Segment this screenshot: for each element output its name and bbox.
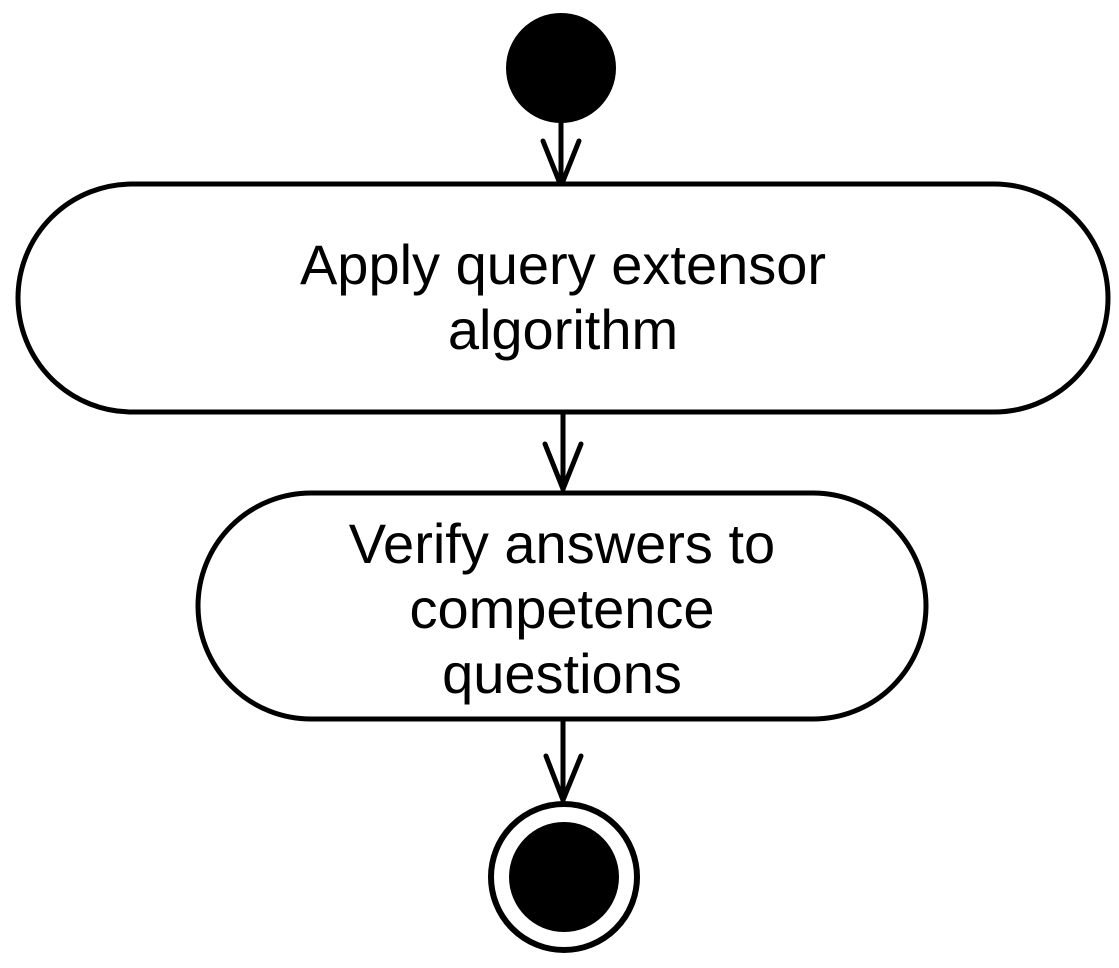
final-node xyxy=(488,801,640,953)
edge-apply-to-verify xyxy=(542,410,584,496)
edge-verify-to-end xyxy=(543,716,584,807)
final-node-dot xyxy=(509,822,619,932)
action-node-apply-query-extensor: Apply query extensor algorithm xyxy=(15,181,1111,415)
action-label-line: Apply query extensor xyxy=(300,233,826,296)
action-label-line: Verify answers to xyxy=(349,512,775,575)
initial-node xyxy=(506,13,616,123)
edge-start-to-apply xyxy=(540,120,582,193)
action-label-line: algorithm xyxy=(448,298,678,361)
action-label-line: competence xyxy=(409,577,714,640)
action-node-verify-answers: Verify answers to competence questions xyxy=(195,490,929,722)
action-label-line: questions xyxy=(442,642,682,705)
arrowhead-icon xyxy=(543,753,584,807)
arrowhead-icon xyxy=(542,441,584,496)
